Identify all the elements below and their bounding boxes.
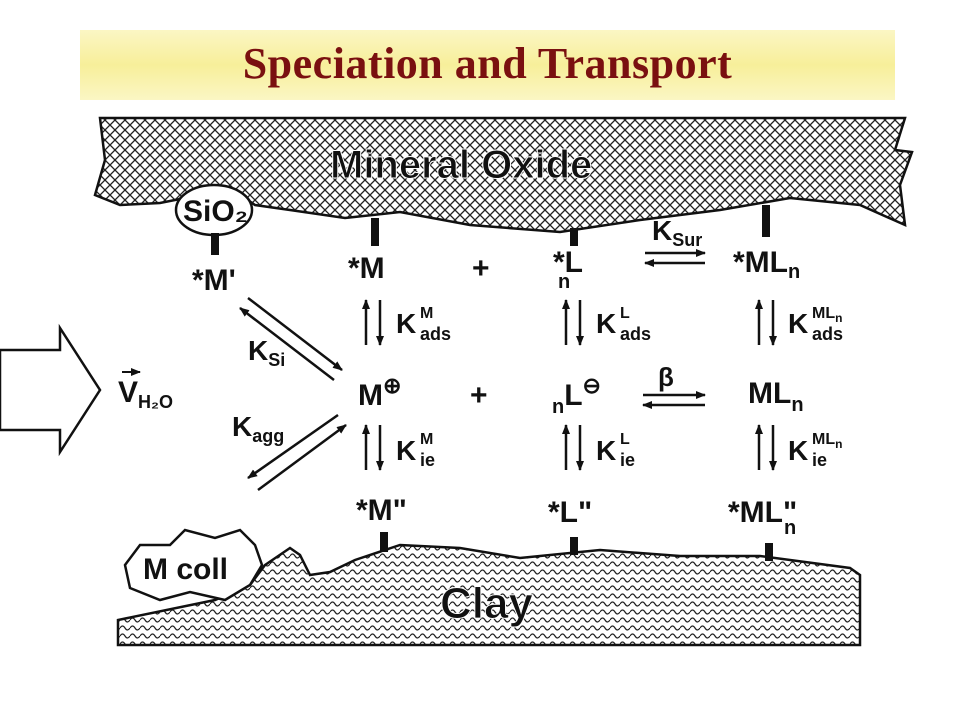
anchor-l-clay <box>570 537 578 555</box>
species-l-surface: *L <box>553 246 583 279</box>
mineral-oxide-label: Mineral Oxide <box>330 143 592 187</box>
species-m-ion: M⊕ <box>358 373 401 412</box>
plus-middle: + <box>470 379 488 412</box>
k-ads-ml-sub: ads <box>812 324 843 344</box>
k-ie-l-sub: ie <box>620 450 635 470</box>
k-si-label: KSi <box>248 335 285 370</box>
anchor-m-clay <box>380 532 388 552</box>
k-ie-ml: K <box>788 435 808 466</box>
k-sur-label: KSur <box>652 215 702 250</box>
k-ie-ml-sub: ie <box>812 450 827 470</box>
k-ie-l: K <box>596 435 616 466</box>
equilibrium-arrows-horizontal <box>642 249 706 409</box>
plus-top: + <box>472 252 490 285</box>
sio2-label: SiO₂ <box>183 195 248 228</box>
k-ads-l: K <box>596 308 616 339</box>
k-ie-m-sub: ie <box>420 450 435 470</box>
anchor-ml <box>762 205 770 237</box>
anchor-ml-clay <box>765 543 773 561</box>
k-ads-l-sup: L <box>620 305 630 322</box>
k-ads-ml: K <box>788 308 808 339</box>
beta-label: β <box>658 362 674 392</box>
title-band <box>80 30 895 100</box>
species-m-surface: *M <box>348 252 385 285</box>
equilibrium-arrows-ads <box>362 299 777 346</box>
k-agg-label: Kagg <box>232 411 284 446</box>
species-ml-clay: *ML" <box>728 496 797 529</box>
species-l-surface-n: n <box>558 271 570 293</box>
sio2-anchor <box>211 233 219 255</box>
k-ads-m-sub: ads <box>420 324 451 344</box>
species-m-prime: *M' <box>192 264 236 297</box>
flow-velocity-label: VH₂O <box>118 376 173 412</box>
k-ads-ml-sup: MLn <box>812 305 842 325</box>
k-ie-ml-sup: MLn <box>812 431 842 451</box>
clay-label: Clay <box>440 579 533 628</box>
k-ie-m-sup: M <box>420 431 433 448</box>
k-ie-m: K <box>396 435 416 466</box>
m-coll-particle <box>123 528 264 602</box>
equilibrium-arrows-ie <box>362 424 777 471</box>
species-ml: MLn <box>748 377 804 416</box>
k-ie-l-sup: L <box>620 431 630 448</box>
page-title: Speciation and Transport <box>242 39 733 88</box>
equilibrium-arrows-diagonal <box>239 297 347 492</box>
species-l-clay: *L" <box>548 496 592 529</box>
species-m-clay: *M" <box>356 494 407 527</box>
species-ml-clay-n: n <box>784 517 796 539</box>
mineral-oxide-layer <box>93 116 914 234</box>
k-ads-m: K <box>396 308 416 339</box>
species-l-ion: nL⊖ <box>552 373 601 418</box>
k-ads-m-sup: M <box>420 305 433 322</box>
k-ads-l-sub: ads <box>620 324 651 344</box>
flow-arrow-icon <box>0 323 102 457</box>
anchor-l <box>570 228 578 246</box>
anchor-m <box>371 218 379 246</box>
m-coll-label: M coll <box>143 553 228 586</box>
species-ml-surface: *MLn <box>733 246 800 283</box>
